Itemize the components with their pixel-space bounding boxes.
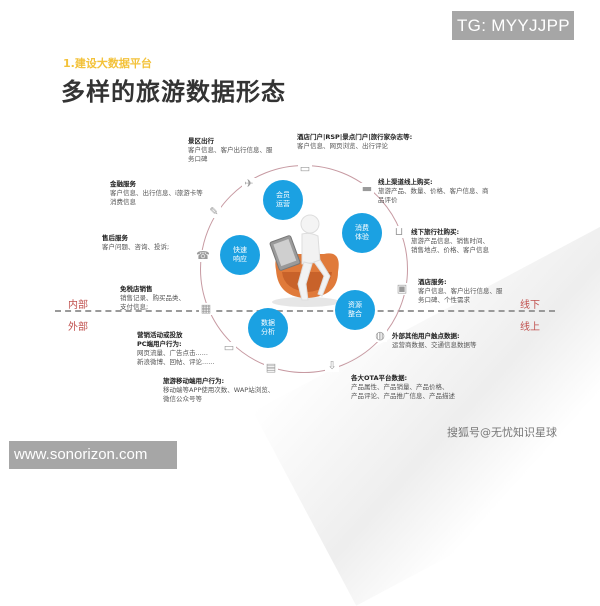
- block-line: 移动端等APP使用次数、WAP站浏览、: [163, 386, 275, 394]
- bubble-text: 会员: [276, 191, 290, 199]
- block-external-touchpoints: 外部其他用户触点数据: 运营商数据、交通信息数据等: [392, 332, 477, 350]
- site-watermark-badge: www.sonorizon.com: [9, 441, 177, 469]
- block-line: 销售记录、购买品类、: [120, 294, 185, 302]
- block-line: 客户信息、出行信息、i旅游卡等: [110, 189, 203, 197]
- bubble-consumer-experience: 消费 体验: [342, 213, 382, 253]
- zone-label-internal: 内部: [68, 300, 88, 311]
- block-line: 客户信息、客户出行信息、服: [188, 146, 273, 154]
- bubble-text: 体验: [355, 233, 369, 241]
- basket-icon: ⊔: [392, 226, 406, 238]
- block-marketing-pc: 营销活动或投放 PC端用户行为: 网页流量、广告点击...... 新浪微博、回帖…: [137, 331, 214, 367]
- phone-icon: ☎: [196, 249, 210, 262]
- block-title: 免税店销售: [120, 285, 153, 293]
- zone-label-online: 线上: [520, 322, 540, 333]
- section-subtitle: 1.建设大数据平台: [63, 57, 152, 70]
- register-icon: ▦: [199, 302, 213, 315]
- block-line: 运营商数据、交通信息数据等: [392, 341, 477, 349]
- block-duty-free: 免税店销售 销售记录、购买品类、 支付信息;: [120, 285, 185, 312]
- bubble-text: 快速: [233, 246, 247, 254]
- block-line: 客户问题、咨询、投诉;: [102, 243, 170, 251]
- block-title: 外部其他用户触点数据:: [392, 332, 460, 340]
- bubble-text: 分析: [261, 328, 275, 336]
- block-line: 网页流量、广告点击......: [137, 349, 208, 357]
- block-line: 消费信息: [110, 198, 136, 206]
- globe-icon: ◍: [373, 330, 387, 342]
- block-hotel-services: 酒店服务: 客户信息、客户出行信息、服 务口碑、个性需求: [418, 278, 503, 305]
- bubble-text: 消费: [355, 224, 369, 232]
- bubble-text: 资源: [348, 301, 362, 309]
- zone-label-offline: 线下: [520, 300, 540, 311]
- download-icon: ⇩: [325, 360, 339, 372]
- bubble-text: 整合: [348, 310, 362, 318]
- bubble-text: 运营: [276, 200, 290, 208]
- bubble-quick-response: 快速 响应: [220, 235, 260, 275]
- block-title: 金融服务: [110, 180, 136, 188]
- block-agency-purchase: 线下旅行社购买: 旅游产品信息、销售时间、 销售地点、价格、客户信息: [411, 228, 489, 255]
- block-line: 务口碑: [188, 155, 208, 163]
- bubble-resource-integration: 资源 整合: [335, 290, 375, 330]
- block-financial-services: 金融服务 客户信息、出行信息、i旅游卡等 消费信息: [110, 180, 203, 207]
- block-title: 酒店门户|RSP|景点门户|旅行家杂志等:: [297, 133, 413, 141]
- block-title: 酒店服务:: [418, 278, 447, 286]
- block-line: 品评价: [378, 196, 398, 204]
- block-title: 旅游移动端用户行为:: [163, 377, 225, 385]
- airplane-icon: ✈: [242, 178, 256, 190]
- block-line: 微信公众号等: [163, 395, 202, 403]
- block-after-sales: 售后服务 客户问题、咨询、投诉;: [102, 234, 169, 252]
- bubble-text: 数据: [261, 319, 275, 327]
- block-line: 旅游产品信息、销售时间、: [411, 237, 489, 245]
- block-mobile-behavior: 旅游移动端用户行为: 移动端等APP使用次数、WAP站浏览、 微信公众号等: [163, 377, 274, 404]
- block-title: 售后服务: [102, 234, 128, 242]
- person-on-chair-illustration: [269, 214, 340, 307]
- block-title: 线下旅行社购买:: [411, 228, 460, 236]
- block-ota-data: 各大OTA平台数据: 产品属性、产品销量、产品价格、 产品评论、产品推广信息、产…: [351, 374, 455, 401]
- wrench-icon: ✎: [207, 206, 221, 218]
- bubble-member-operations: 会员 运营: [263, 180, 303, 220]
- monitor-icon: ▭: [222, 341, 236, 354]
- block-scenic-travel: 景区出行 客户信息、客户出行信息、服 务口碑: [188, 137, 273, 164]
- block-line: 客户信息、客户出行信息、服: [418, 287, 503, 295]
- hotel-sign-icon: ▣: [395, 282, 409, 295]
- calculator-icon: ▤: [264, 361, 278, 374]
- block-title: 景区出行: [188, 137, 214, 145]
- card-icon: ▬: [360, 182, 374, 195]
- page-title: 多样的旅游数据形态: [61, 78, 286, 106]
- block-online-purchase: 线上渠道线上购买: 旅游产品、数量、价格、客户信息、商 品评价: [378, 178, 489, 205]
- block-title: 线上渠道线上购买:: [378, 178, 433, 186]
- tg-watermark-badge: TG: MYYJJPP: [452, 11, 574, 40]
- block-line: 旅游产品、数量、价格、客户信息、商: [378, 187, 489, 195]
- block-title: 营销活动或投放: [137, 331, 183, 339]
- block-line: 产品评论、产品推广信息、产品描述: [351, 392, 455, 400]
- block-line: 客户信息、网页浏览、出行评论: [297, 142, 388, 150]
- browser-icon: ▭: [298, 162, 312, 175]
- block-line: 产品属性、产品销量、产品价格、: [351, 383, 449, 391]
- bubble-text: 响应: [233, 255, 247, 263]
- block-line: 务口碑、个性需求: [418, 296, 470, 304]
- bubble-data-analysis: 数据 分析: [248, 308, 288, 348]
- block-title: 各大OTA平台数据:: [351, 374, 408, 382]
- zone-label-external: 外部: [68, 322, 88, 333]
- block-line: 新浪微博、回帖、评论......: [137, 358, 215, 366]
- block-line: 支付信息;: [120, 303, 149, 311]
- block-line: 销售地点、价格、客户信息: [411, 246, 489, 254]
- sohu-watermark: 搜狐号@无忧知识星球: [447, 426, 557, 439]
- block-title: PC端用户行为:: [137, 340, 182, 348]
- block-portals: 酒店门户|RSP|景点门户|旅行家杂志等: 客户信息、网页浏览、出行评论: [297, 133, 412, 151]
